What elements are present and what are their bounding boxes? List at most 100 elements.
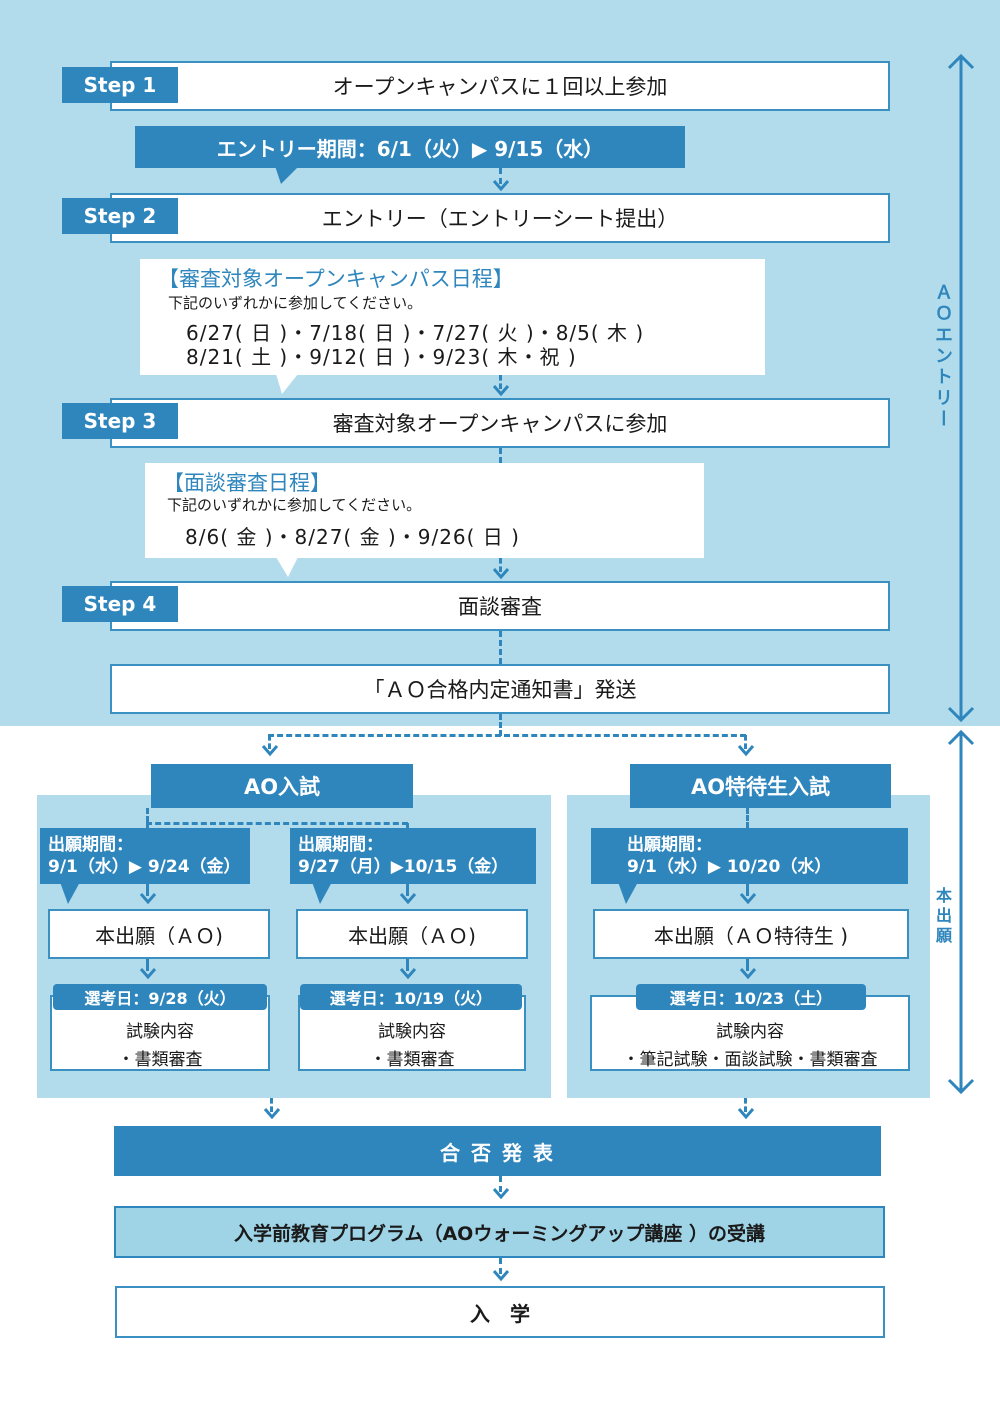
step3-box: 審査対象オープンキャンパスに参加 — [110, 398, 890, 448]
ao-col1-apply-text: 本出願（ＡＯ) — [95, 923, 223, 948]
step2-text: エントリー（エントリーシート提出） — [321, 207, 679, 231]
ao-col1-period-box: 出願期間： 9/1（水）▶ 9/24（金） — [40, 828, 250, 884]
oc-schedule-note: 【審査対象オープンキャンパス日程】 下記のいずれかに参加してください。 6/27… — [140, 259, 765, 375]
ao-special-exam-day: 選考日：10/23（土） — [636, 984, 866, 1010]
connector-1-arrowhead — [492, 180, 510, 192]
enrollment-box: 入 学 — [115, 1286, 885, 1338]
ao-special-arrowhead-1 — [739, 893, 757, 905]
step3-text: 審査対象オープンキャンパスに参加 — [332, 412, 668, 436]
ao-special-connector-2 — [746, 959, 749, 971]
ao-col2-exam-title: 試験内容 — [378, 1022, 446, 1042]
ao-special-period: 9/1（水）▶ 10/20（水） — [627, 857, 832, 877]
result-program-arrowhead — [492, 1188, 510, 1200]
ao-special-exam-title: 試験内容 — [716, 1022, 784, 1042]
ao-col2-connector-2 — [406, 959, 409, 971]
connector-3 — [499, 448, 502, 463]
interview-schedule-dates: 8/6( 金 )・8/27( 金 )・9/26( 日 ) — [185, 525, 520, 549]
ao-special-connector-1 — [746, 884, 749, 896]
step4-tab: Step 4 — [62, 586, 178, 622]
split-connector-right — [744, 735, 747, 749]
merge-connector-right — [744, 1098, 747, 1112]
ao-col2-period-pointer — [312, 882, 332, 904]
ao-col1-period: 9/1（水）▶ 9/24（金） — [48, 857, 241, 877]
step3-tab: Step 3 — [62, 403, 178, 439]
ao-col2-exam-items: ・書類審査 — [369, 1050, 455, 1070]
ao-special-connector-0 — [746, 808, 749, 828]
ao-split-left — [146, 808, 149, 830]
step1-tab: Step 1 — [62, 67, 178, 103]
ao-special-apply-text: 本出願（ＡＯ特待生 ) — [653, 923, 849, 948]
connector-4-arrowhead — [492, 568, 510, 580]
ao-entry-label-bg — [927, 280, 957, 430]
connector-program-enroll — [499, 1258, 502, 1274]
main-application-label-bg — [930, 885, 956, 963]
interview-schedule-title: 【面談審査日程】 — [163, 471, 331, 495]
ao-col2-period: 9/27（月）▶10/15（金） — [298, 857, 509, 877]
ao-col1-exam-day: 選考日：9/28（火） — [53, 984, 267, 1010]
ao-col1-connector-2 — [146, 959, 149, 971]
ao-col2-exam-day: 選考日：10/19（火） — [300, 984, 522, 1010]
split-connector-left — [268, 735, 271, 749]
enrollment-text: 入 学 — [470, 1301, 530, 1326]
program-enroll-arrowhead — [492, 1270, 510, 1282]
ao-special-header: AO特待生入試 — [630, 764, 891, 808]
notice-box: 「ＡＯ合格内定通知書」発送 — [110, 664, 890, 714]
step1-box: オープンキャンパスに１回以上参加 — [110, 61, 890, 111]
ao-col2-period-label: 出願期間： — [298, 835, 383, 855]
ao-entry-side-label: ＡＯエントリー — [932, 283, 953, 430]
step1-text: オープンキャンパスに１回以上参加 — [332, 75, 668, 99]
ao-special-exam-items: ・筆記試験・面談試験・書類審査 — [622, 1050, 878, 1070]
interview-schedule-subtitle: 下記のいずれかに参加してください。 — [167, 496, 422, 514]
ao-col2-arrowhead-2 — [399, 968, 417, 980]
ao-col1-connector-1 — [146, 884, 149, 896]
split-connector-stem — [499, 714, 502, 736]
ao-col1-period-label: 出願期間： — [48, 835, 133, 855]
ao-col2-period-box: 出願期間： 9/27（月）▶10/15（金） — [290, 828, 536, 884]
interview-note-pointer — [276, 557, 298, 577]
ao-header: AO入試 — [151, 764, 413, 808]
split-left-arrowhead — [261, 745, 279, 757]
ao-col1-arrowhead-2 — [139, 968, 157, 980]
ao-col1-exam-items: ・書類審査 — [117, 1050, 203, 1070]
merge-left-arrowhead — [263, 1108, 281, 1120]
step4-text: 面談審査 — [458, 595, 542, 619]
ao-split-right — [406, 823, 409, 831]
result-announcement: 合 否 発 表 — [114, 1126, 881, 1176]
step2-box: エントリー（エントリーシート提出） — [110, 193, 890, 243]
connector-5 — [499, 631, 502, 664]
oc-schedule-dates-line1: 6/27( 日 )・7/18( 日 )・7/27( 火 )・8/5( 木 ) — [186, 321, 645, 345]
ao-col1-period-pointer — [60, 882, 80, 904]
ao-col2-apply-box: 本出願（ＡＯ) — [296, 909, 528, 959]
split-right-arrowhead — [737, 745, 755, 757]
ao-special-period-pointer — [618, 882, 638, 904]
interview-schedule-note: 【面談審査日程】 下記のいずれかに参加してください。 8/6( 金 )・8/27… — [145, 463, 704, 558]
merge-connector-left — [270, 1098, 273, 1112]
main-application-side-label: 本出願 — [933, 887, 952, 947]
ao-special-period-box: 出願期間： 9/1（水）▶ 10/20（水） — [591, 828, 908, 884]
main-application-range-arrow — [947, 729, 975, 1095]
connector-2 — [499, 375, 502, 389]
ao-split-horizontal — [146, 822, 408, 825]
ao-special-period-label: 出願期間： — [627, 835, 712, 855]
notice-text: 「ＡＯ合格内定通知書」発送 — [363, 678, 637, 702]
ao-special-apply-box: 本出願（ＡＯ特待生 ) — [593, 909, 909, 959]
split-connector-horizontal — [268, 734, 746, 737]
ao-special-arrowhead-2 — [739, 968, 757, 980]
merge-right-arrowhead — [737, 1108, 755, 1120]
ao-col1-apply-box: 本出願（ＡＯ) — [48, 909, 270, 959]
connector-2-arrowhead — [492, 385, 510, 397]
oc-schedule-title: 【審査対象オープンキャンパス日程】 — [158, 267, 514, 291]
ao-entry-range-arrow — [947, 53, 975, 723]
ao-col2-connector-1 — [406, 884, 409, 896]
oc-schedule-subtitle: 下記のいずれかに参加してください。 — [168, 294, 423, 312]
oc-note-pointer — [276, 374, 298, 394]
ao-col2-apply-text: 本出願（ＡＯ) — [348, 923, 476, 948]
entry-period-pointer — [275, 166, 299, 184]
step4-box: 面談審査 — [110, 581, 890, 631]
pre-enrollment-program: 入学前教育プログラム（AOウォーミングアップ講座 ）の受講 — [114, 1206, 885, 1258]
step2-tab: Step 2 — [62, 198, 178, 234]
connector-1 — [499, 168, 502, 184]
connector-4 — [499, 558, 502, 572]
ao-col1-exam-title: 試験内容 — [126, 1022, 194, 1042]
oc-schedule-dates-line2: 8/21( 土 )・9/12( 日 )・9/23( 木・祝 ) — [186, 345, 577, 369]
